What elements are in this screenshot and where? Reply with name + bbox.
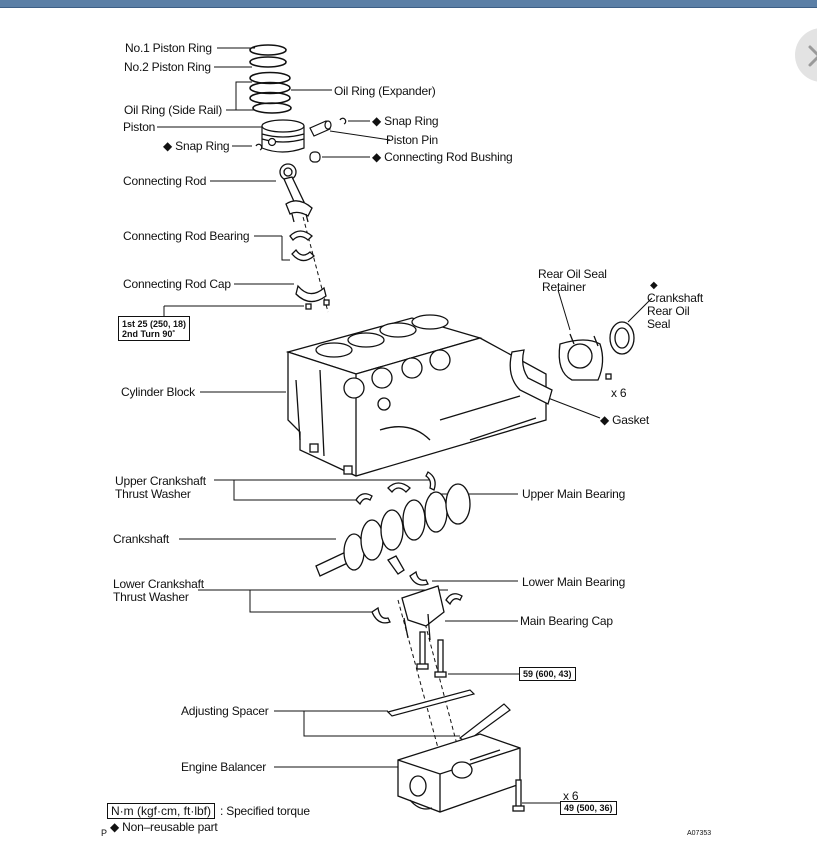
label-rear-oil-seal-mark: ◆ <box>650 280 658 291</box>
label-rear-oil-seal-retainer-2: Retainer <box>542 280 586 294</box>
legend-prefix: P <box>101 828 107 838</box>
torque-rod-cap-line2: 2nd Turn 90˚ <box>122 329 176 339</box>
label-no2-piston-ring: No.2 Piston Ring <box>124 60 211 74</box>
label-oil-ring-expander: Oil Ring (Expander) <box>334 84 436 98</box>
label-connecting-rod: Connecting Rod <box>123 174 207 188</box>
label-retainer-bolt-count: x 6 <box>611 386 627 400</box>
label-balancer-bolt-count: x 6 <box>563 789 579 803</box>
figure-code: A07353 <box>687 830 712 837</box>
label-snap-ring-left: ◆ Snap Ring <box>163 139 230 153</box>
leader-oil-ring-side-rail <box>226 81 252 111</box>
label-gasket: ◆ Gasket <box>600 413 649 427</box>
label-upper-thrust-washer-1: Upper Crankshaft <box>115 474 206 488</box>
leader-gasket <box>547 397 601 419</box>
close-button[interactable] <box>795 28 817 82</box>
engine-balancer <box>397 733 525 813</box>
connecting-rod-cap <box>295 284 330 310</box>
label-upper-thrust-washer-2: Thrust Washer <box>115 487 191 501</box>
label-engine-balancer: Engine Balancer <box>181 760 267 774</box>
label-crankshaft: Crankshaft <box>113 532 170 546</box>
label-piston-pin: Piston Pin <box>386 133 439 147</box>
crankshaft <box>315 483 471 577</box>
leader-seal-retainer <box>557 289 571 331</box>
piston-rings <box>249 44 292 114</box>
close-icon <box>808 45 817 67</box>
label-connecting-rod-cap: Connecting Rod Cap <box>123 277 231 291</box>
torque-main-cap: 59 (600, 43) <box>519 667 576 681</box>
window-title-bar <box>0 0 817 8</box>
label-crankshaft-rear-oil-seal-2: Rear Oil <box>647 304 690 318</box>
lower-main-bearings <box>371 570 463 678</box>
label-lower-main-bearing: Lower Main Bearing <box>522 575 626 589</box>
label-cylinder-block: Cylinder Block <box>121 385 195 399</box>
piston-pin <box>255 117 347 163</box>
label-rear-oil-seal-retainer-1: Rear Oil Seal <box>538 267 607 281</box>
torque-balancer: 49 (500, 36) <box>560 801 617 815</box>
leader-rod-bearing <box>254 235 290 261</box>
connecting-rod-bearing <box>289 230 315 262</box>
leader-piston-pin <box>329 130 391 141</box>
legend-torque-unit: N·m (kgf·cm, ft·lbf) <box>107 803 215 819</box>
label-crankshaft-rear-oil-seal-1: Crankshaft <box>647 291 704 305</box>
connecting-rod <box>279 163 313 223</box>
label-no1-piston-ring: No.1 Piston Ring <box>125 41 212 55</box>
leader-lower-thrust <box>198 589 448 613</box>
leader-adjusting-spacer <box>274 710 460 737</box>
label-crankshaft-rear-oil-seal-3: Seal <box>647 317 671 331</box>
label-snap-ring-right: ◆ Snap Ring <box>372 114 439 128</box>
legend-torque-text: : Specified torque <box>220 804 310 818</box>
upper-main-bearings <box>355 471 436 506</box>
leader-rear-oil-seal <box>627 297 653 323</box>
label-adjusting-spacer: Adjusting Spacer <box>181 704 269 718</box>
rear-oil-seal-retainer <box>509 321 635 405</box>
legend-non-reusable: ◆ Non–reusable part <box>110 820 218 834</box>
label-oil-ring-side-rail: Oil Ring (Side Rail) <box>124 103 223 117</box>
cylinder-block <box>285 314 547 477</box>
leader-upper-thrust <box>214 479 430 501</box>
piston <box>261 119 305 153</box>
label-connecting-rod-bushing: ◆ Connecting Rod Bushing <box>372 150 513 164</box>
label-piston: Piston <box>123 120 156 134</box>
label-lower-thrust-washer-2: Thrust Washer <box>113 590 189 604</box>
label-lower-thrust-washer-1: Lower Crankshaft <box>113 577 204 591</box>
torque-rod-cap: 1st 25 (250, 18) 2nd Turn 90˚ <box>118 316 191 341</box>
label-main-bearing-cap: Main Bearing Cap <box>520 614 613 628</box>
torque-rod-cap-line1: 1st 25 (250, 18) <box>122 319 187 329</box>
label-upper-main-bearing: Upper Main Bearing <box>522 487 626 501</box>
label-connecting-rod-bearing: Connecting Rod Bearing <box>123 229 250 243</box>
